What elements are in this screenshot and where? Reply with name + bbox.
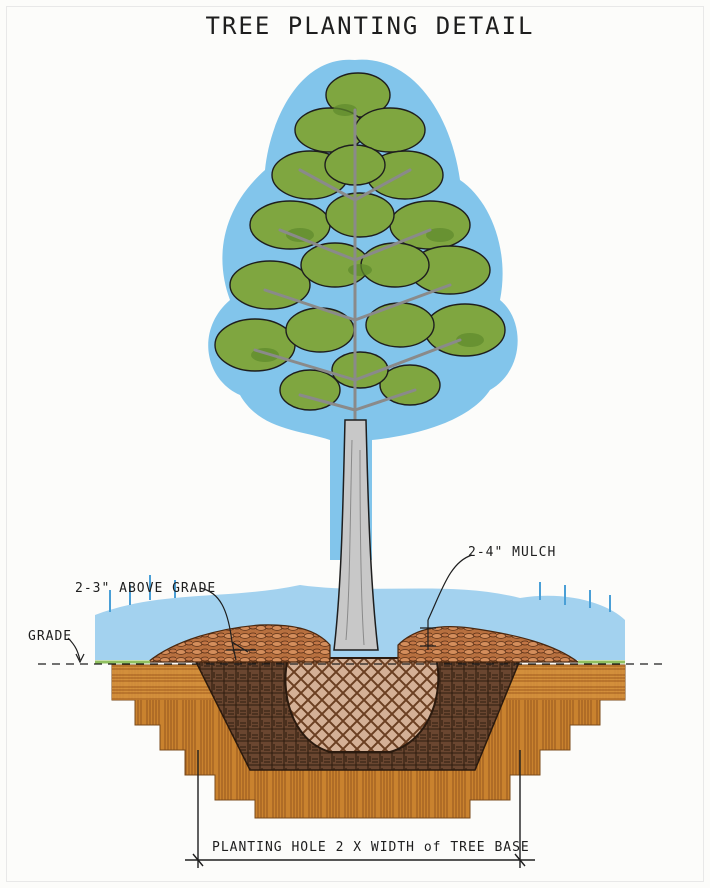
label-planting-hole: PLANTING HOLE 2 X WIDTH of TREE BASE (212, 840, 530, 855)
label-grade: GRADE (28, 629, 72, 644)
diagram-title: TREE PLANTING DETAIL (206, 12, 535, 40)
rootball-icon (285, 658, 438, 752)
label-above-grade: 2-3" ABOVE GRADE (75, 581, 216, 596)
label-mulch: 2-4" MULCH (468, 545, 556, 560)
